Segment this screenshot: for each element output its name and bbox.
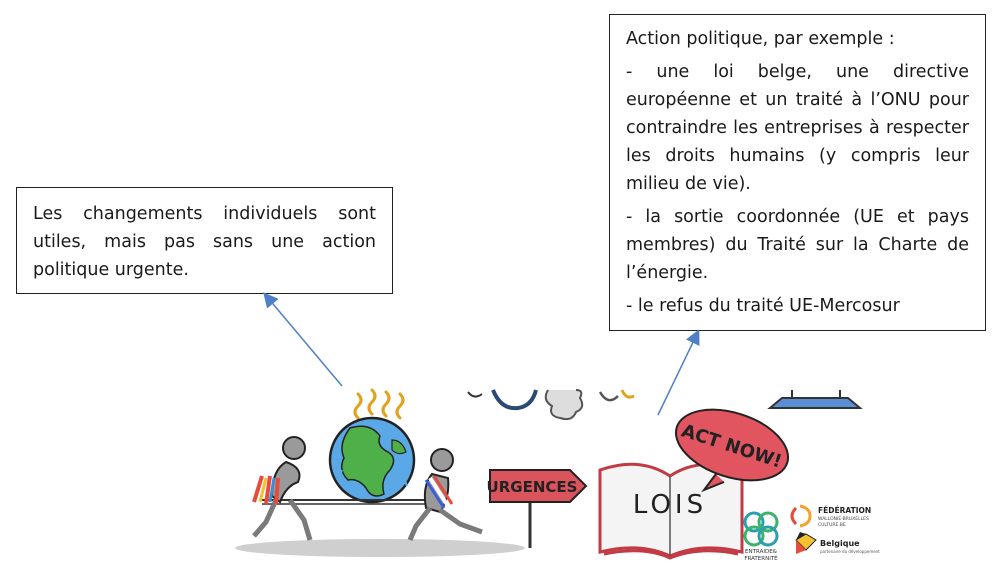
action-item-1: - une loi belge, une directive européenn… [626, 62, 969, 194]
entraide-logo: ENTRAIDE& FRATERNITÉ [743, 511, 779, 562]
entraide-logo-line2: FRATERNITÉ [744, 554, 778, 562]
earth-globe [328, 416, 416, 504]
lois-label: LOIS [633, 490, 707, 520]
top-doodles [467, 389, 863, 421]
federation-logo-line1: FÉDÉRATION [818, 506, 871, 515]
left-person [252, 436, 313, 541]
left-callout-text: Les changements individuels sont utiles,… [33, 204, 376, 280]
urgences-sign: URGENCES [487, 469, 588, 548]
action-item-3: - le refus du traité UE-Mercosur [626, 296, 900, 316]
act-now-bubble: ACT NOW! [674, 408, 790, 493]
belgique-logo-line1: Belgique [820, 539, 860, 548]
right-callout-box: Action politique, par exemple : - une lo… [609, 14, 986, 331]
law-book: LOIS [598, 462, 744, 560]
urgences-sign-label: URGENCES [487, 478, 578, 496]
federation-logo-line3: CULTURE.BE [818, 522, 846, 528]
federation-logo-line2: WALLONIE-BRUXELLES [818, 516, 869, 522]
belgique-logo-line2: partenaire du développement [820, 549, 880, 554]
arrow-to-left-box [263, 292, 343, 387]
heat-waves [353, 388, 405, 420]
entraide-logo-line1: ENTRAIDE& [745, 549, 778, 555]
right-callout-heading: Action politique, par exemple : [626, 29, 895, 49]
federation-logo: FÉDÉRATION WALLONIE-BRUXELLES CULTURE.BE [790, 504, 871, 528]
arrow-to-right-box [657, 329, 700, 416]
action-item-2: - la sortie coordonnée (UE et pays membr… [626, 207, 969, 283]
ground-shadow [235, 539, 525, 557]
belgique-logo: Belgique partenaire du développement [795, 532, 880, 554]
left-callout-box: Les changements individuels sont utiles,… [16, 187, 393, 294]
right-person [407, 448, 483, 541]
